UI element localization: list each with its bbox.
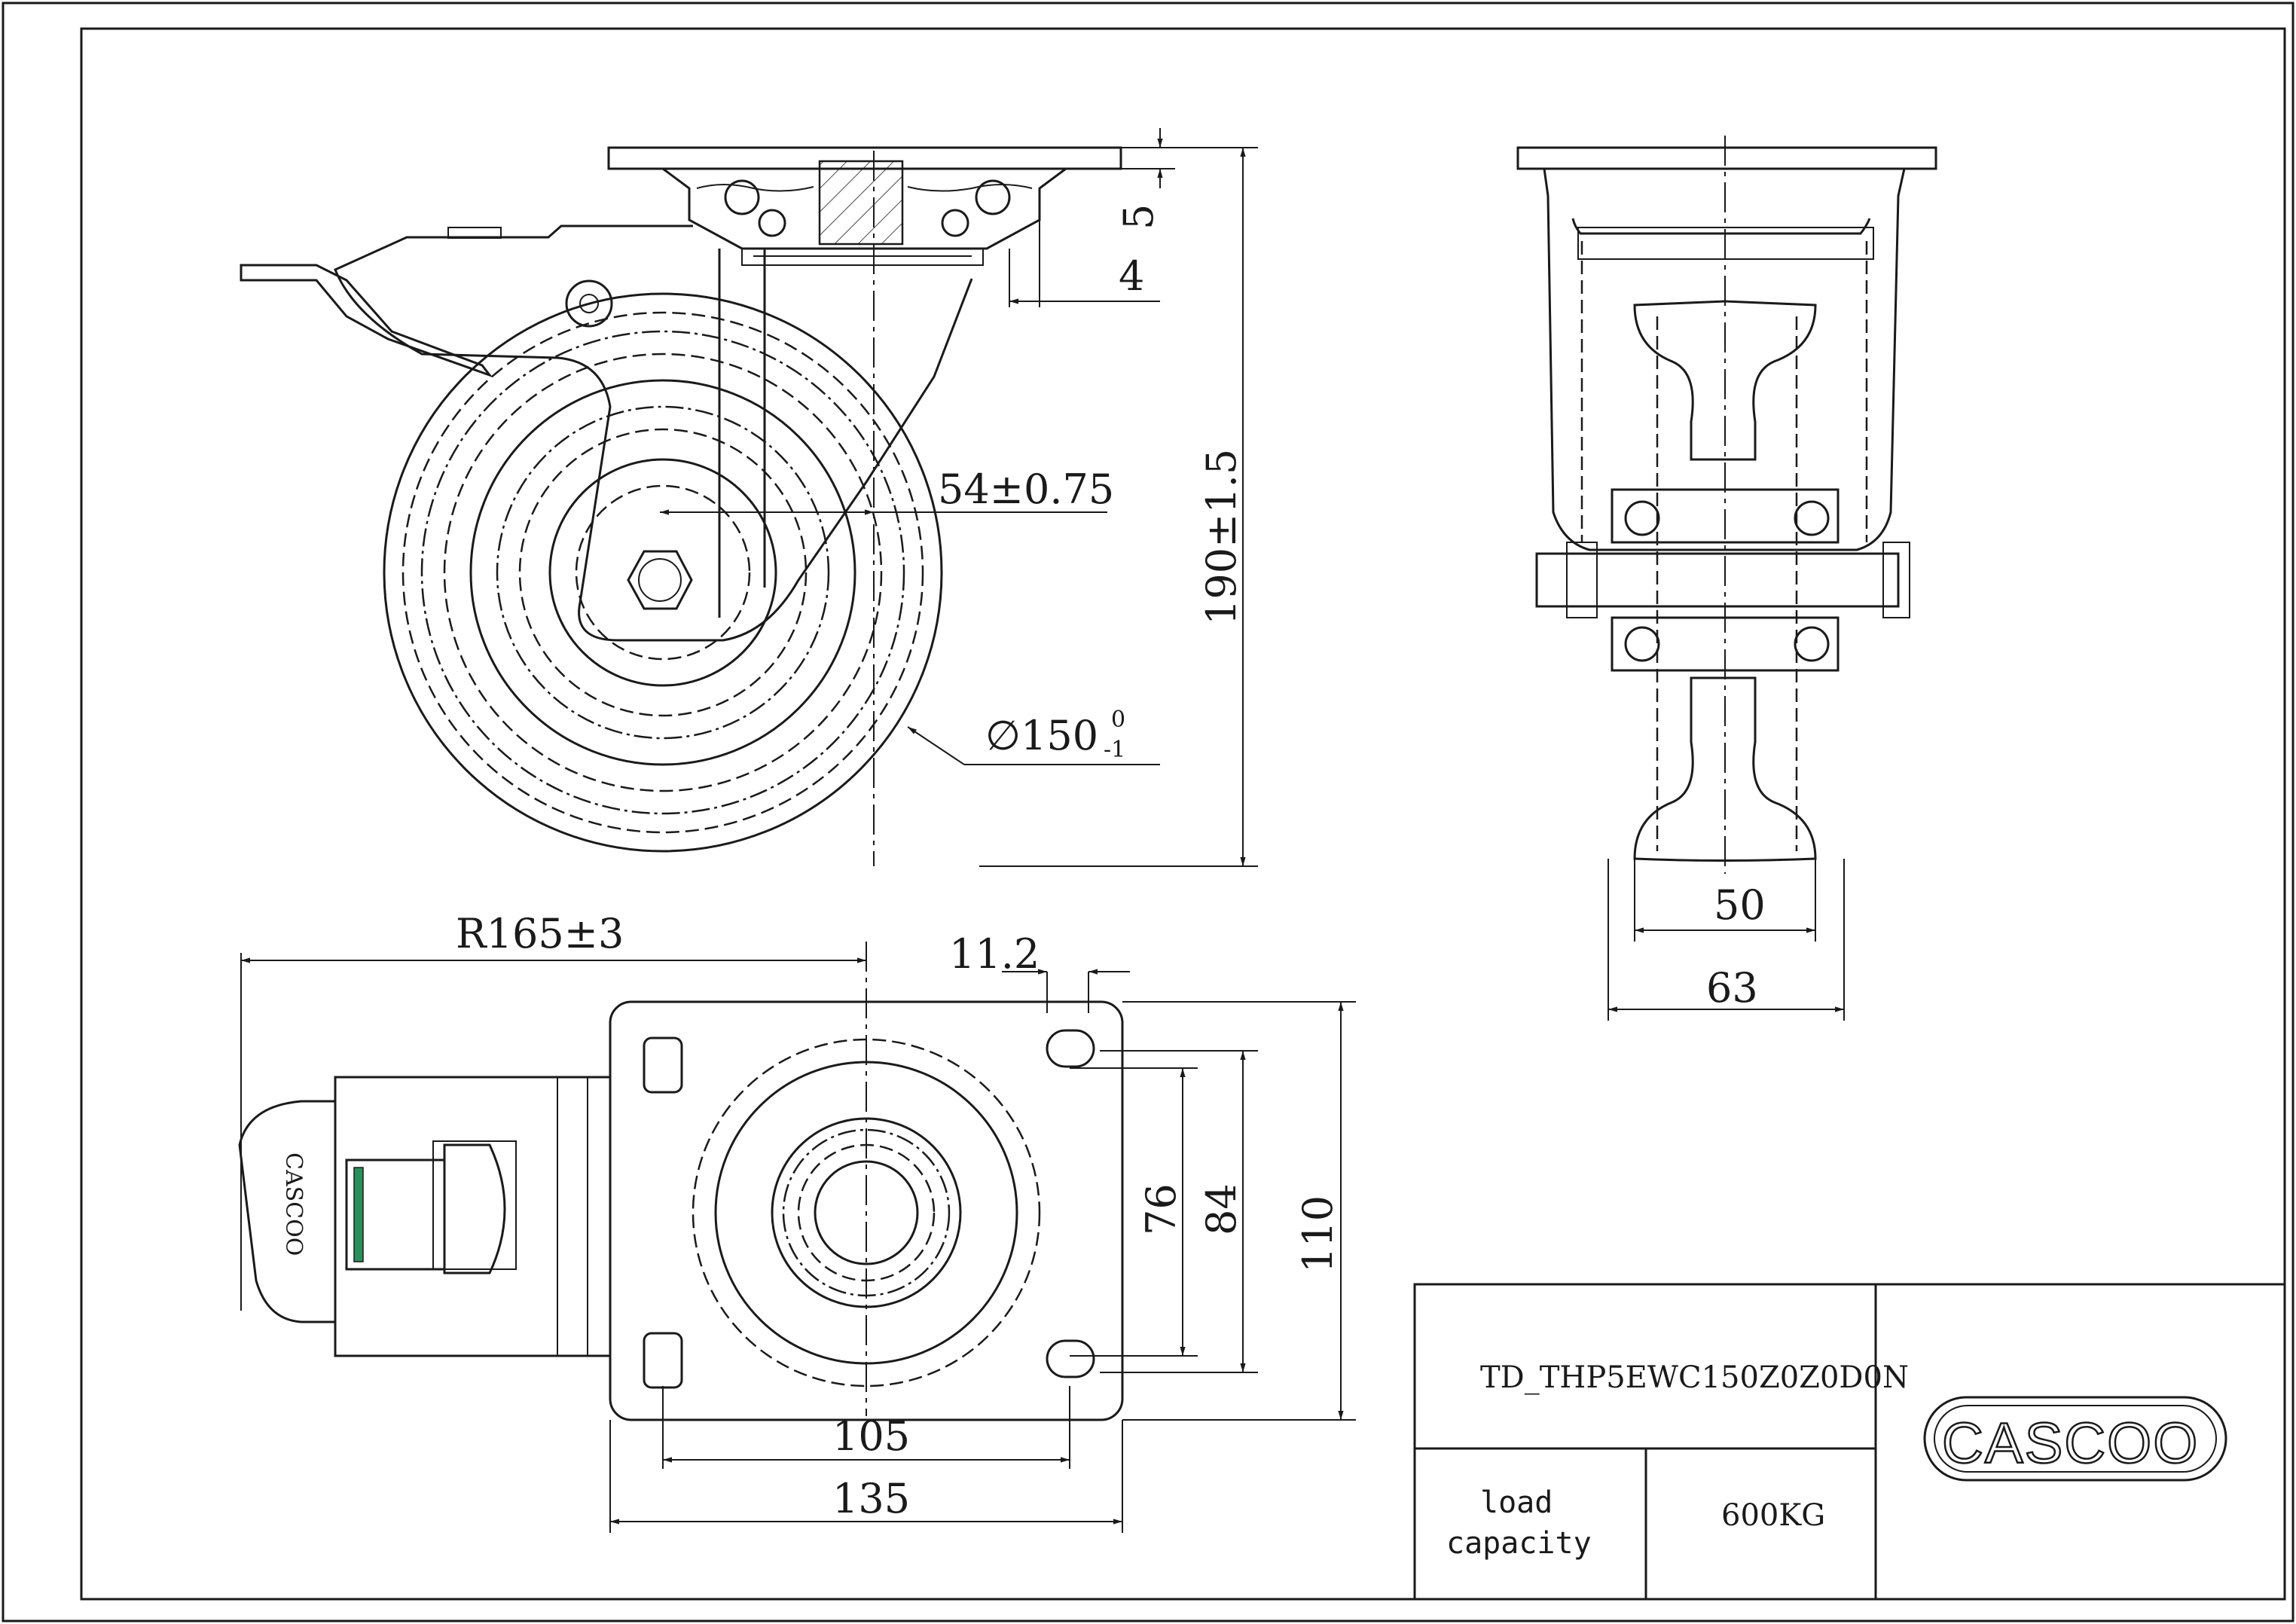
cascoo-logo: CASCOO	[1923, 1396, 2227, 1482]
dim-hole-spacing-short: 76	[1137, 1183, 1185, 1235]
ball-bearing	[975, 179, 1011, 215]
dim-wheel-width: 50	[1714, 881, 1766, 929]
front-bearing	[1794, 626, 1830, 662]
dim-fork-width: 63	[1706, 964, 1758, 1012]
dim-gap: 4	[1119, 252, 1144, 300]
inner-border	[80, 27, 2286, 1601]
front-bearing	[1624, 500, 1660, 536]
part-number: TD_THP5EWC150Z0Z0D0N	[1480, 1360, 1909, 1395]
front-fork	[1543, 168, 1906, 551]
front-bearing	[1624, 626, 1660, 662]
front-top-plate	[1516, 146, 1937, 170]
side-axle-nut	[627, 550, 693, 610]
side-view	[240, 146, 1122, 866]
top-view: CASCOO	[238, 942, 1124, 1421]
dim-swivel-radius: R165±3	[456, 910, 624, 957]
dim-plate-width: 110	[1294, 1195, 1342, 1273]
mount-hole	[643, 1036, 683, 1094]
load-label-line1: load	[1480, 1485, 1553, 1520]
side-kingpin-hatch	[818, 160, 904, 246]
dim-height: 190±1.5	[1198, 449, 1245, 625]
side-brake-pedal	[240, 264, 493, 378]
load-value: 600KG	[1721, 1498, 1825, 1533]
load-label-line2: capacity	[1446, 1526, 1592, 1561]
dim-wheel-tol-lower: -1	[1104, 737, 1125, 763]
front-view	[1516, 136, 1937, 874]
front-bearing	[1794, 500, 1830, 536]
title-block: TD_THP5EWC150Z0Z0D0N load capacity 600KG…	[1413, 1283, 2286, 1601]
mount-hole	[1046, 1029, 1095, 1068]
top-kingpin	[814, 1160, 919, 1265]
dim-swivel-offset: 54±0.75	[938, 466, 1114, 513]
brake-pedal-logo: CASCOO	[280, 1152, 307, 1256]
dim-plate-length: 135	[832, 1475, 910, 1522]
ball-bearing	[758, 209, 786, 237]
top-view-dimensions: R165±3 11.2 76 84 110 105 135	[240, 910, 1356, 1533]
dim-wheel-diameter: ∅150	[985, 712, 1098, 759]
top-fork-body	[334, 1076, 612, 1357]
side-view-dimensions: 190±1.5 5 4 54±0.75 ∅150 0 -1	[660, 128, 1258, 867]
side-wheel-outer	[383, 292, 943, 853]
front-view-dimensions: 50 63	[1608, 859, 1845, 1021]
svg-text:CASCOO: CASCOO	[1942, 1412, 2199, 1476]
dim-plate-width-inner: 84	[1198, 1183, 1245, 1235]
side-brake-pivot	[565, 279, 613, 328]
front-wheel-lower	[1633, 676, 1817, 862]
ball-bearing	[941, 209, 969, 237]
side-fork	[334, 224, 973, 642]
dim-wheel-tol-upper: 0	[1111, 707, 1125, 733]
mount-hole	[643, 1332, 683, 1389]
dim-plate-thickness: 5	[1115, 204, 1162, 230]
dim-hole-spacing-long: 105	[832, 1412, 910, 1460]
top-brake-pedal	[238, 1100, 337, 1323]
ball-bearing	[724, 179, 760, 215]
front-axle	[1535, 552, 1900, 608]
mount-hole	[1046, 1339, 1095, 1378]
dim-hole-offset: 11.2	[949, 930, 1040, 978]
